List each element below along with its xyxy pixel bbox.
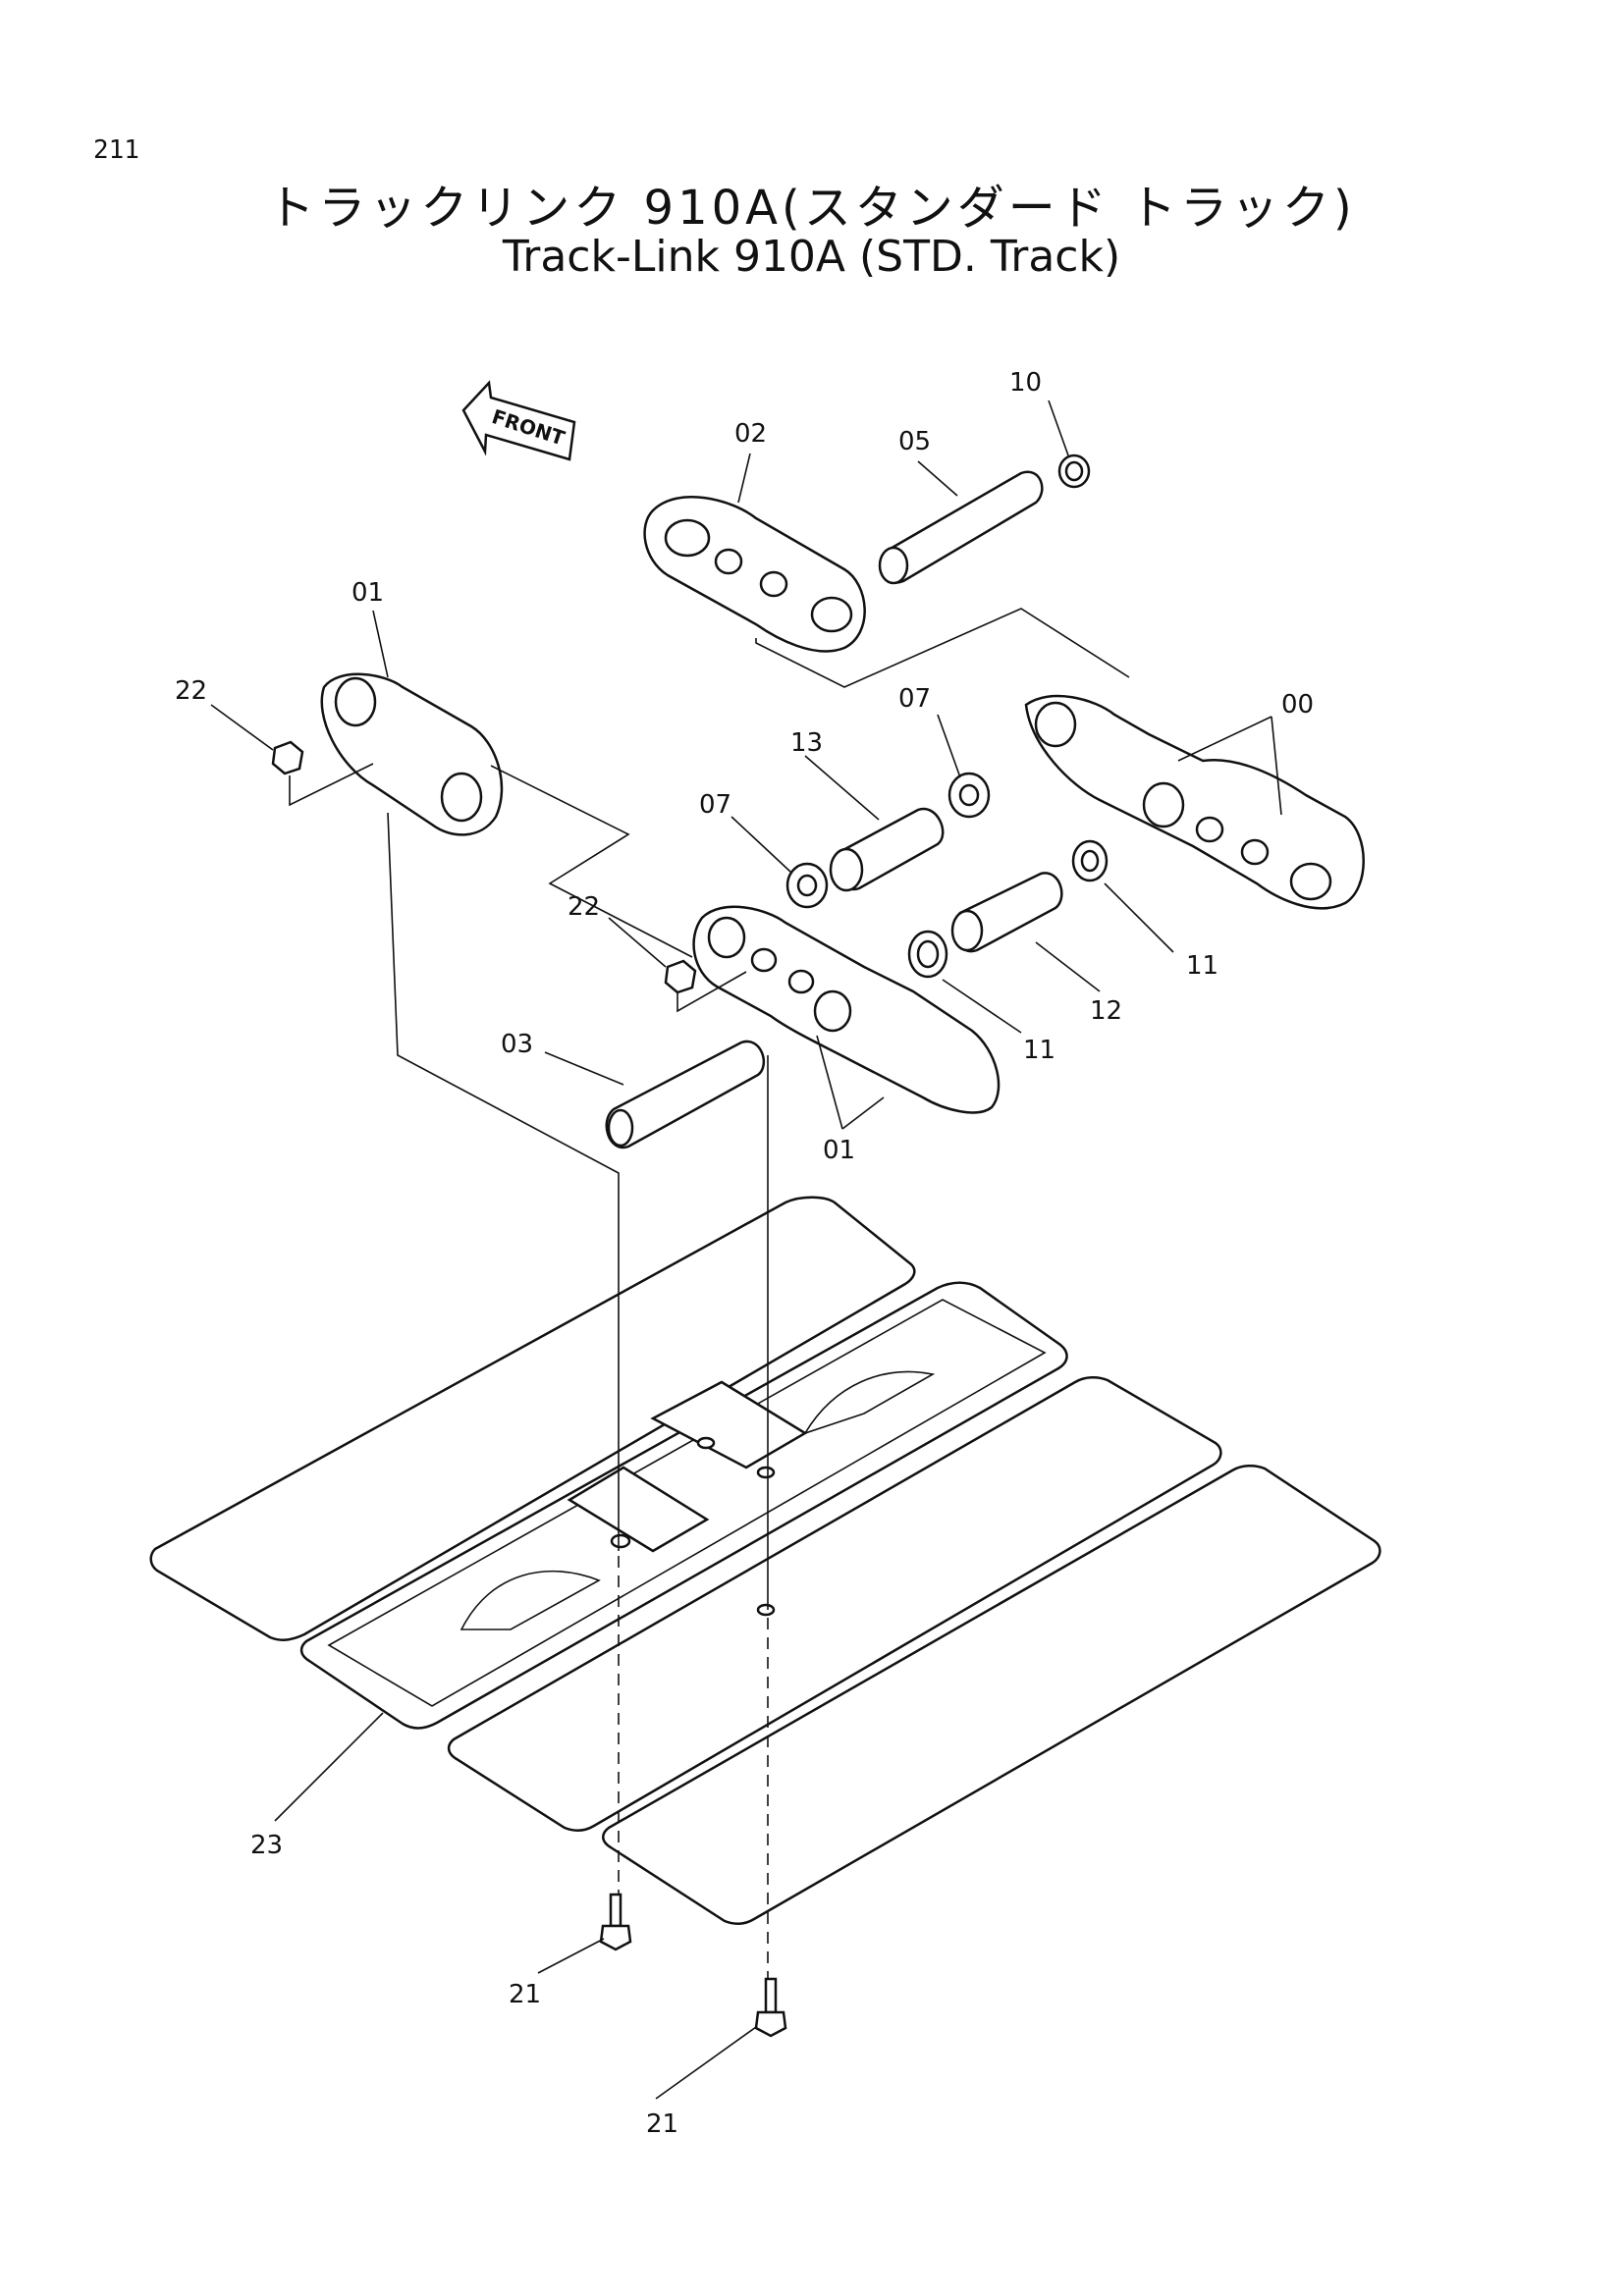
track-pin-03 xyxy=(605,1040,766,1149)
snap-ring-10 xyxy=(1057,454,1091,489)
callout-01-lower: 01 xyxy=(823,1136,855,1165)
track-link-01-lower xyxy=(692,905,1001,1114)
callout-21-left: 21 xyxy=(509,1980,541,2009)
callout-00: 00 xyxy=(1281,690,1314,720)
track-shoe-plate-3 xyxy=(447,1376,1222,1832)
callout-07-upper: 07 xyxy=(898,684,931,714)
page-title-japanese: トラックリンク 910A(スタンダード トラック) xyxy=(267,181,1356,236)
track-shoe-plate-1 xyxy=(149,1196,916,1641)
track-pin-05 xyxy=(878,470,1044,585)
callout-10: 10 xyxy=(1009,368,1042,398)
page-number: 211 xyxy=(93,135,139,165)
callout-21-right: 21 xyxy=(646,2109,678,2139)
callout-11-middle: 11 xyxy=(1023,1036,1055,1065)
bolt-21-left xyxy=(599,1893,632,1951)
front-arrow-icon: FRONT xyxy=(461,380,576,461)
callout-02: 02 xyxy=(734,419,767,449)
nut-22-upper xyxy=(271,740,304,775)
nut-22-lower xyxy=(664,959,697,994)
callout-03: 03 xyxy=(501,1030,533,1059)
callout-05: 05 xyxy=(898,427,931,456)
seal-11-middle xyxy=(907,930,948,979)
track-link-00 xyxy=(1024,694,1365,910)
bushing-13 xyxy=(829,807,945,892)
track-link-02 xyxy=(643,496,866,653)
bushing-12 xyxy=(950,872,1063,953)
callout-22-middle: 22 xyxy=(568,892,600,922)
track-link-01-upper xyxy=(320,672,504,836)
callout-01-upper: 01 xyxy=(352,578,384,608)
callout-11-right: 11 xyxy=(1186,951,1218,981)
assembly-reference-lines xyxy=(289,608,1130,1610)
callout-13: 13 xyxy=(790,728,823,758)
callout-labels: 10 02 05 01 22 07 00 13 07 22 11 12 11 0… xyxy=(175,368,1314,2139)
seal-11-right xyxy=(1071,839,1109,882)
dust-seal-07-lower xyxy=(785,862,829,909)
dust-seal-07-upper xyxy=(947,772,991,819)
bolt-21-right xyxy=(754,1977,787,2038)
leader-lines xyxy=(210,400,1282,2100)
callout-22-upper: 22 xyxy=(175,676,207,706)
callout-07-lower: 07 xyxy=(699,790,731,820)
track-shoe-plate-4 xyxy=(602,1465,1381,1925)
track-shoe-23 xyxy=(299,1281,1068,1730)
bolt-alignment-lines xyxy=(618,1556,769,1979)
page-title-english: Track-Link 910A (STD. Track) xyxy=(502,232,1121,282)
callout-12: 12 xyxy=(1090,996,1122,1026)
callout-23: 23 xyxy=(250,1831,283,1860)
